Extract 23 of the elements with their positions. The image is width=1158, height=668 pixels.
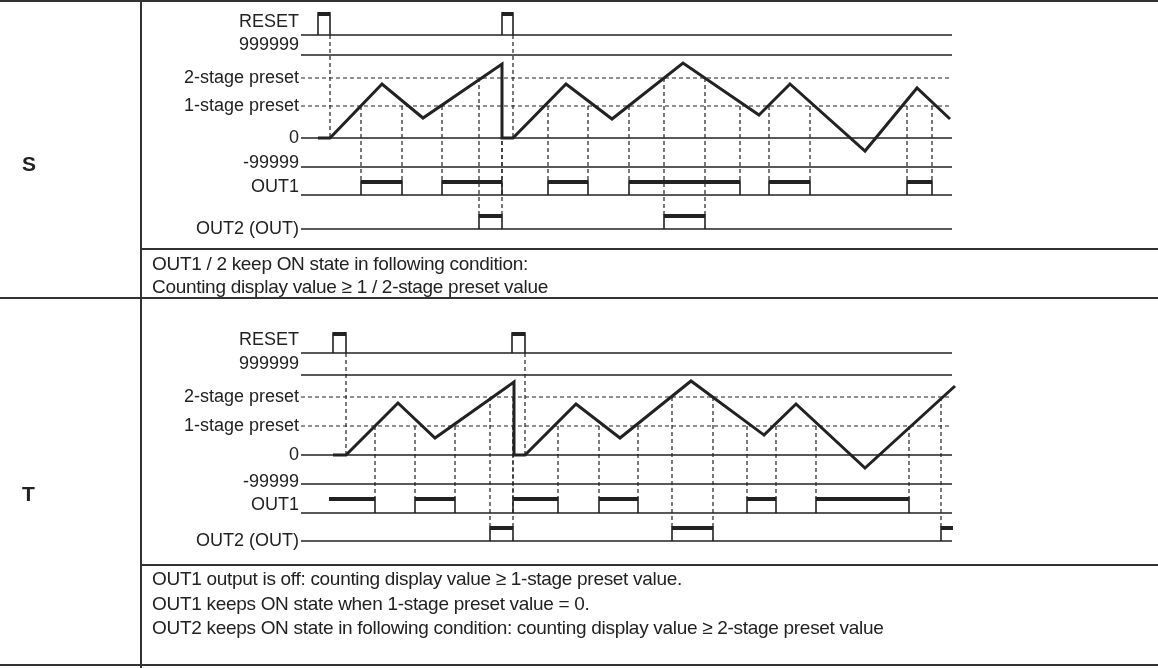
axis-label: OUT1 [251, 495, 299, 515]
axis-label: 2-stage preset [183, 68, 299, 88]
axis-label: 0 [289, 445, 299, 465]
axis-label: 2-stage preset [183, 387, 299, 407]
axis-label: 0 [289, 128, 299, 148]
note-text: OUT1 / 2 keep ON state in following condition: [152, 253, 528, 275]
axis-label: RESET [239, 330, 299, 350]
axis-label: RESET [239, 12, 299, 32]
row-label: T [22, 482, 35, 504]
axis-label: OUT2 (OUT) [196, 531, 299, 551]
axis-label: OUT1 [251, 177, 299, 197]
axis-label: 999999 [238, 354, 299, 374]
note-text: Counting display value ≥ 1 / 2-stage preset value [152, 276, 549, 298]
note-text: OUT2 keeps ON state in following condition: counting display value ≥ 2-stage preset value [152, 617, 884, 639]
row-label: S [22, 152, 36, 174]
axis-label: -99999 [242, 153, 299, 173]
axis-label: -99999 [242, 472, 299, 492]
axis-label: 1-stage preset [183, 416, 299, 436]
axis-label: OUT2 (OUT) [196, 219, 299, 239]
note-text: OUT1 keeps ON state when 1-stage preset value = 0. [152, 593, 590, 615]
axis-label: 999999 [238, 35, 299, 55]
note-text: OUT1 output is off: counting display value ≥ 1-stage preset value. [152, 568, 682, 590]
axis-label: 1-stage preset [183, 96, 299, 116]
